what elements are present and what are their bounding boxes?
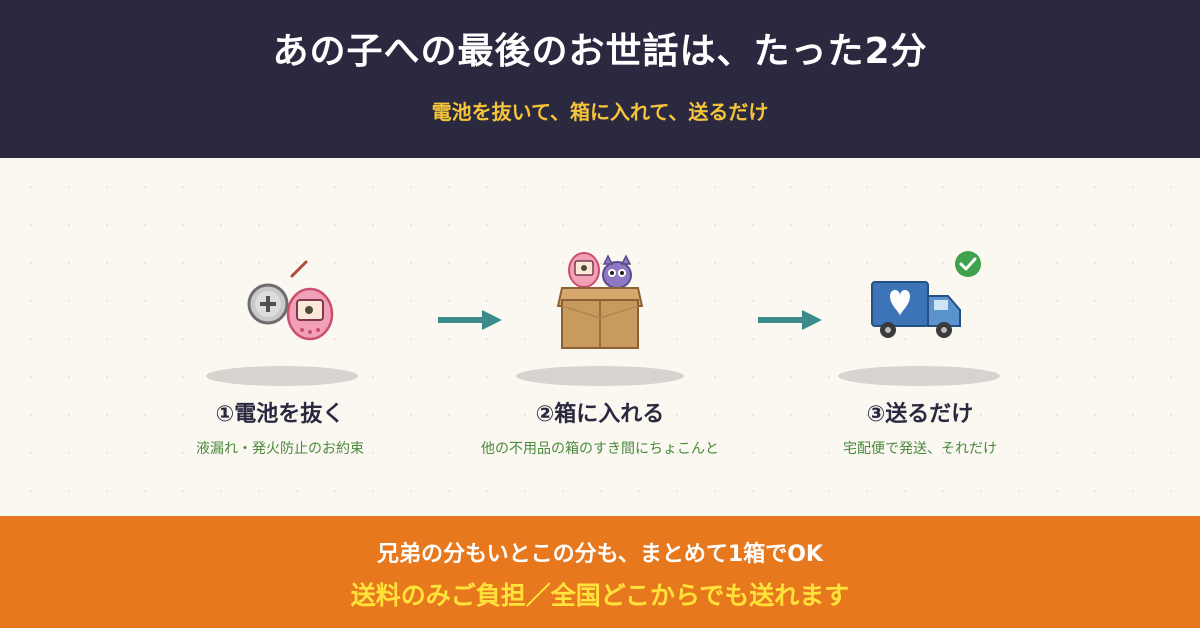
steps-section: ①電池を抜く 液漏れ・発火防止のお約束 ②	[0, 158, 1200, 516]
step-description: 他の不用品の箱のすき間にちょこんと	[481, 441, 719, 457]
footer-banner: 兄弟の分もいとこの分も、まとめて1箱でOK 送料のみご負担／全国どこからでも送れ…	[0, 516, 1200, 628]
header-banner: あの子への最後のお世話は、たった2分 電池を抜いて、箱に入れて、送るだけ	[0, 0, 1200, 158]
step-label: ②箱に入れる	[535, 402, 665, 427]
page-title: あの子への最後のお世話は、たった2分	[272, 31, 928, 72]
step-2: ②箱に入れる 他の不用品の箱のすき間にちょこんと	[440, 158, 760, 516]
delivery-truck-icon	[871, 251, 981, 338]
step-label: ①電池を抜く	[215, 402, 345, 427]
footer-highlight: 送料のみご負担／全国どこからでも送れます	[350, 581, 850, 610]
step-label: ③送るだけ	[866, 402, 974, 427]
step-description: 液漏れ・発火防止のお約束	[196, 441, 364, 457]
footer-message: 兄弟の分もいとこの分も、まとめて1箱でOK	[377, 542, 823, 567]
battery-removal-icon	[247, 260, 334, 341]
icon-shadow	[838, 366, 1000, 386]
step-3: ③送るだけ 宅配便で発送、それだけ	[760, 158, 1080, 516]
icon-shadow	[516, 366, 684, 386]
page-subtitle: 電池を抜いて、箱に入れて、送るだけ	[431, 100, 769, 124]
step-description: 宅配便で発送、それだけ	[843, 441, 997, 457]
step-1: ①電池を抜く 液漏れ・発火防止のお約束	[120, 158, 440, 516]
arrow-right-icon	[438, 310, 502, 330]
icon-shadow	[206, 366, 358, 386]
box-with-toys-icon	[556, 252, 644, 349]
arrow-right-icon	[758, 310, 822, 330]
